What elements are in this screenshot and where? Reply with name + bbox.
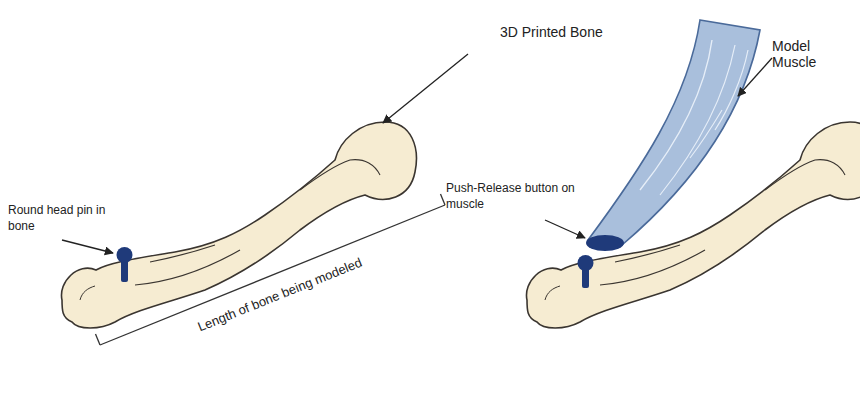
bone (61, 122, 416, 328)
leader-line (738, 58, 772, 96)
part-label: 3D Printed Bone (500, 24, 660, 40)
leader-line (62, 240, 113, 253)
push-release-button (586, 235, 624, 251)
length-bracket (96, 194, 446, 345)
part-label: Push-Release button on muscle (446, 180, 586, 212)
model-muscle (588, 20, 760, 245)
round-head-pin (578, 255, 594, 288)
part-label: Round head pin in bone (8, 202, 112, 234)
round-head-pin (117, 247, 133, 282)
leader-line (545, 220, 585, 238)
leader-line (383, 54, 468, 123)
part-label: Model Muscle (772, 38, 856, 70)
